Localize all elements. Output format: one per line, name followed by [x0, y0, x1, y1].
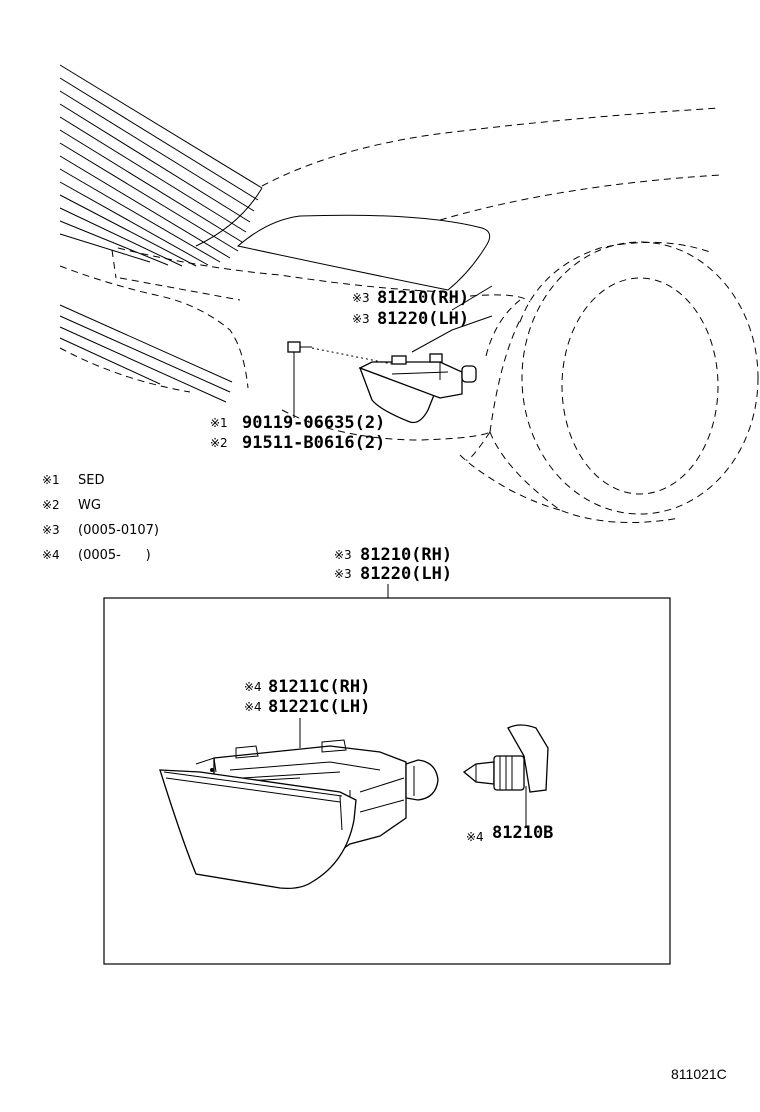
- lower-grille: [59, 304, 233, 403]
- svg-text:81210(RH): 81210(RH): [377, 288, 469, 308]
- wheel-arch: [519, 241, 711, 323]
- part-label-screw-1: ※1 90119-06635(2): [210, 413, 385, 433]
- svg-text:※4: ※4: [466, 830, 484, 844]
- svg-text:※3: ※3: [334, 548, 352, 562]
- footnotes: ※1 SED ※2 WG ※3 (0005-0107) ※4 (0005- ): [42, 473, 159, 563]
- tire-inner: [561, 277, 719, 495]
- tire-outer: [521, 241, 759, 515]
- hood-edge: [261, 107, 721, 187]
- note-text: WG: [78, 498, 101, 513]
- overview-fog-lamp: [358, 353, 477, 424]
- headlamp-outline: [236, 214, 491, 291]
- detail-unit-label-rh: ※4 81211C(RH): [244, 677, 370, 697]
- svg-text:※3: ※3: [352, 291, 370, 305]
- screw-part: [287, 341, 393, 418]
- part-label-81220-lh: ※3 81220(LH): [352, 309, 469, 329]
- diagram-code: 811021C: [671, 1066, 727, 1082]
- svg-text:※4: ※4: [244, 700, 262, 714]
- note-text: (0005-0107): [78, 523, 159, 538]
- fog-lamp-unit: [159, 739, 439, 890]
- svg-text:※1: ※1: [210, 416, 228, 430]
- svg-text:81220(LH): 81220(LH): [377, 309, 469, 329]
- svg-text:※3: ※3: [352, 312, 370, 326]
- svg-text:81210(RH): 81210(RH): [360, 545, 452, 565]
- part-label-screw-2: ※2 91511-B0616(2): [210, 433, 385, 453]
- note-text: SED: [78, 473, 104, 488]
- detail-frame: [103, 597, 671, 965]
- car-front-drawing: [59, 64, 759, 523]
- note-mark: ※4: [42, 548, 60, 562]
- note-mark: ※3: [42, 523, 60, 537]
- svg-text:81210B: 81210B: [492, 823, 553, 843]
- svg-text:※2: ※2: [210, 436, 228, 450]
- note-text: (0005- ): [78, 548, 151, 563]
- fog-lamp-bulb: [462, 724, 549, 826]
- svg-text:91511-B0616(2): 91511-B0616(2): [242, 433, 385, 453]
- bumper-line: [59, 265, 249, 389]
- svg-text:81211C(RH): 81211C(RH): [268, 677, 370, 697]
- detail-assembly-label-lh: ※3 81220(LH): [334, 564, 452, 584]
- note-mark: ※2: [42, 498, 60, 512]
- detail-bulb-label: ※4 81210B: [466, 823, 553, 844]
- bumper-lower-edge: [281, 409, 491, 441]
- svg-text:90119-06635(2): 90119-06635(2): [242, 413, 385, 433]
- fender-line: [439, 174, 721, 221]
- detail-assembly-label-rh: ※3 81210(RH): [334, 545, 452, 565]
- svg-text:81221C(LH): 81221C(LH): [268, 697, 370, 717]
- note-mark: ※1: [42, 473, 60, 487]
- svg-text:※3: ※3: [334, 567, 352, 581]
- part-label-81210-rh: ※3 81210(RH): [352, 288, 469, 308]
- svg-text:81220(LH): 81220(LH): [360, 564, 452, 584]
- detail-unit-label-lh: ※4 81221C(LH): [244, 697, 370, 717]
- svg-text:※4: ※4: [244, 680, 262, 694]
- grille: [59, 64, 263, 267]
